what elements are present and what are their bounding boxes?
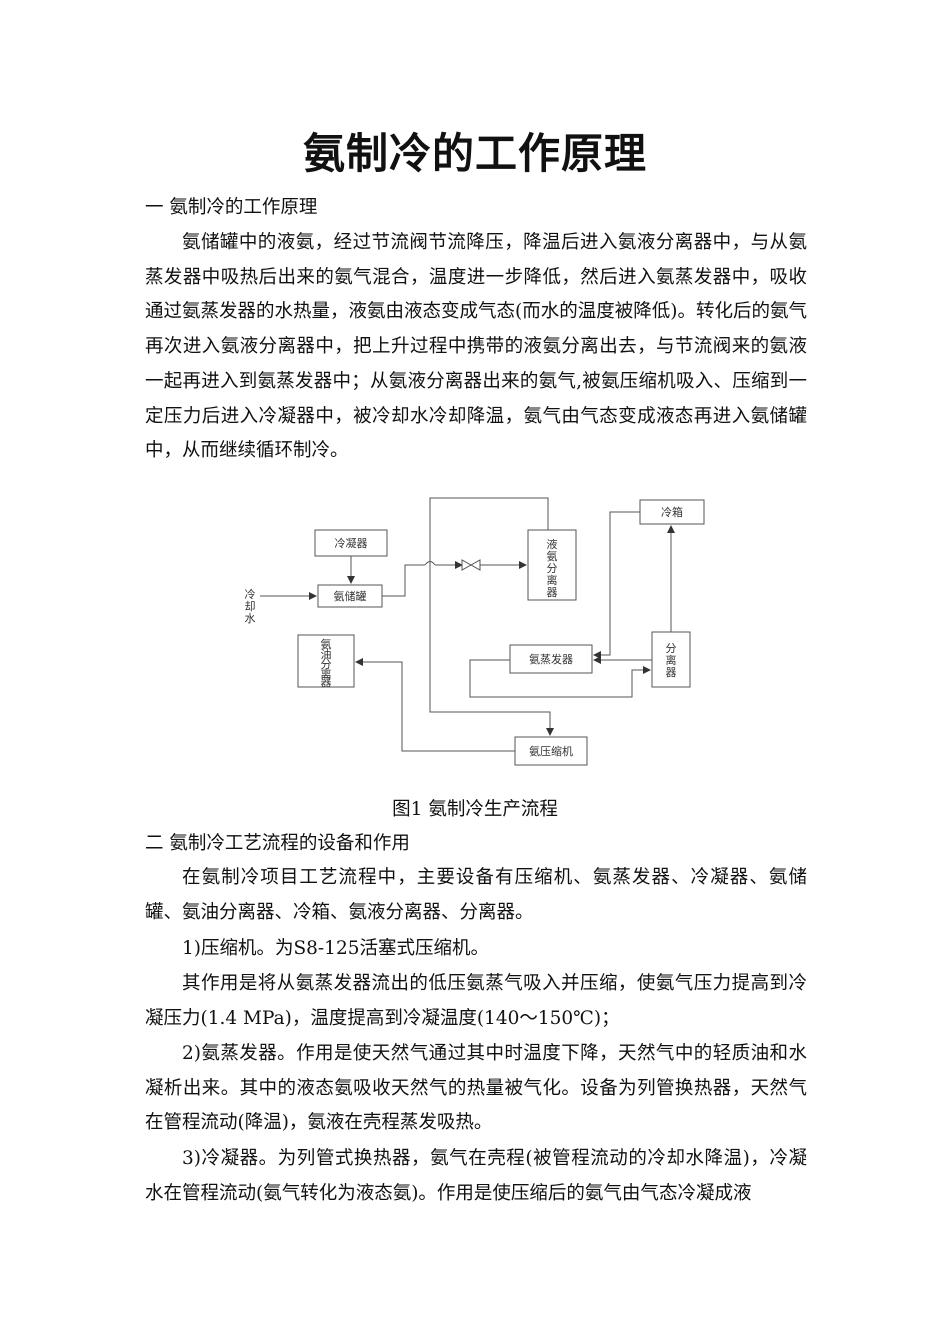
evaporator-label: 氨蒸发器 [529, 652, 573, 666]
section-1-paragraph: 氨储罐中的液氨，经过节流阀节流降压，降温后进入氨液分离器中，与从氨蒸发器中吸热后… [145, 232, 807, 462]
oil-separator-label-5: 器 [321, 676, 332, 689]
oil-separator-label-2: 油 [321, 647, 332, 661]
item-1-title: 1)压缩机。为S8-125活塞式压缩机。 [182, 938, 489, 959]
oil-separator-label-4: 离 [321, 667, 332, 681]
cooling-water-label-3: 水 [245, 612, 256, 625]
oil-separator-label-1: 氨 [321, 638, 332, 651]
condenser-box [314, 529, 388, 557]
liquid-separator-label-4: 离 [547, 573, 558, 587]
evaporator-box [509, 644, 593, 674]
item-1-body: 其作用是将从氨蒸发器流出的低压氨蒸气吸入并压缩，使氨气压力提高到冷凝压力(1.4… [145, 973, 807, 1029]
separator-label-1: 分 [666, 642, 677, 655]
condenser-label: 冷凝器 [335, 536, 368, 550]
separator-label-3: 器 [666, 666, 677, 679]
separator-box [651, 631, 691, 688]
liquid-separator-label-3: 分 [547, 562, 558, 575]
liquid-separator-label-1: 液 [547, 537, 558, 551]
ammonia-refrigeration-flow-diagram: 冷凝器 氨储罐 冷 却 水 液 氨 分 离 器 冷箱 氨蒸发器 分 离 器 氨 … [245, 497, 705, 766]
figure-caption: 图1 氨制冷生产流程 [392, 799, 558, 820]
item-3: 3)冷凝器。为列管式换热器，氨气在壳程(被管程流动的冷却水降温)，冷凝水在管程流… [145, 1148, 807, 1204]
oil-separator-box [297, 634, 355, 688]
ammonia-tank-label: 氨储罐 [334, 589, 367, 603]
compressor-label: 氨压缩机 [529, 744, 573, 758]
section-1-heading: 一 氨制冷的工作原理 [145, 197, 318, 218]
cold-box-box [639, 499, 705, 525]
separator-label-2: 离 [666, 653, 677, 667]
cooling-water-label-2: 却 [245, 600, 256, 613]
cold-box-label: 冷箱 [661, 505, 683, 519]
oil-separator-label-3: 分 [321, 658, 332, 671]
section-2-heading: 二 氨制冷工艺流程的设备和作用 [145, 833, 410, 854]
liquid-separator-label-5: 器 [547, 586, 558, 599]
item-2: 2)氨蒸发器。作用是使天然气通过其中时温度下降，天然气中的轻质油和水凝析出来。其… [145, 1043, 807, 1134]
liquid-separator-box [527, 529, 577, 601]
document-title: 氨制冷的工作原理 [302, 129, 647, 178]
cooling-water-label-1: 冷 [245, 588, 256, 601]
liquid-separator-label-2: 氨 [547, 550, 558, 563]
compressor-box [514, 736, 588, 766]
section-2-intro: 在氨制冷项目工艺流程中，主要设备有压缩机、氨蒸发器、冷凝器、氨储罐、氨油分离器、… [145, 867, 807, 923]
